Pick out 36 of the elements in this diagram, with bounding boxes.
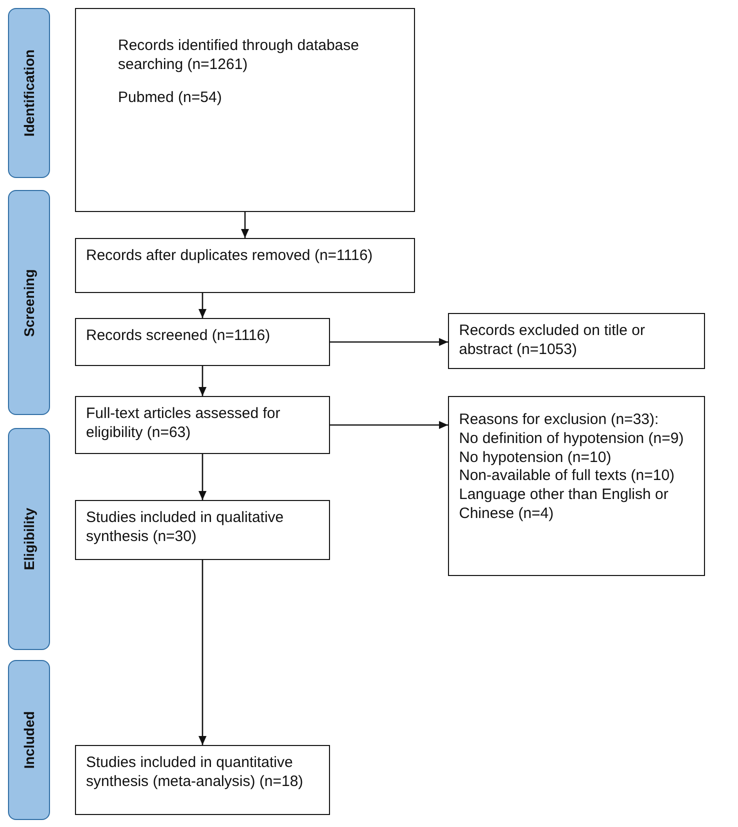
arrow: [330, 338, 448, 346]
box-text: Reasons for exclusion (n=33):: [459, 411, 660, 430]
process-box: [75, 238, 415, 293]
box-text: Records screened (n=1116): [86, 327, 272, 346]
list-item: No definition of hypotension (n=9): [459, 430, 685, 448]
list-item: No hypotension (n=10): [459, 448, 612, 468]
list-item: Non-available of full texts (n=10): [459, 467, 676, 486]
box-text: Records after duplicates removed (n=1116): [86, 247, 374, 266]
box-text: Records excluded on title or abstract (n=1053): [459, 322, 646, 360]
stage-label: Eligibility: [21, 508, 37, 570]
arrow: [198, 560, 206, 745]
box-text: Studies included in quantitative synthesis (meta-analysis) (n=18): [86, 754, 304, 792]
process-box: [75, 500, 330, 560]
stage-label-band: [8, 8, 50, 178]
process-box: [75, 318, 330, 366]
box-text: Studies included in qualitative synthesis (n=30): [86, 509, 285, 546]
arrow: [198, 293, 206, 318]
list-item: Language other than English or Chinese (n=4): [459, 486, 670, 524]
list-item: Pubmed (n=54): [118, 88, 223, 108]
box-text: Records identified through database searching (n=1261): [118, 37, 360, 74]
process-box: [448, 313, 705, 369]
stage-label-band: [8, 428, 50, 650]
process-box: [75, 745, 330, 815]
stage-label: Identification: [21, 49, 37, 137]
stage-label: Screening: [21, 268, 37, 336]
arrow: [198, 454, 206, 500]
stage-label: Included: [21, 711, 37, 769]
stage-label-band: [8, 190, 50, 415]
process-box: [75, 396, 330, 454]
arrow: [330, 421, 448, 429]
process-box: [75, 8, 415, 212]
process-box: [448, 396, 705, 576]
arrow: [198, 366, 206, 396]
box-text: Full-text articles assessed for eligibility (n=63): [86, 405, 282, 442]
arrow: [241, 212, 249, 238]
stage-label-band: [8, 660, 50, 820]
